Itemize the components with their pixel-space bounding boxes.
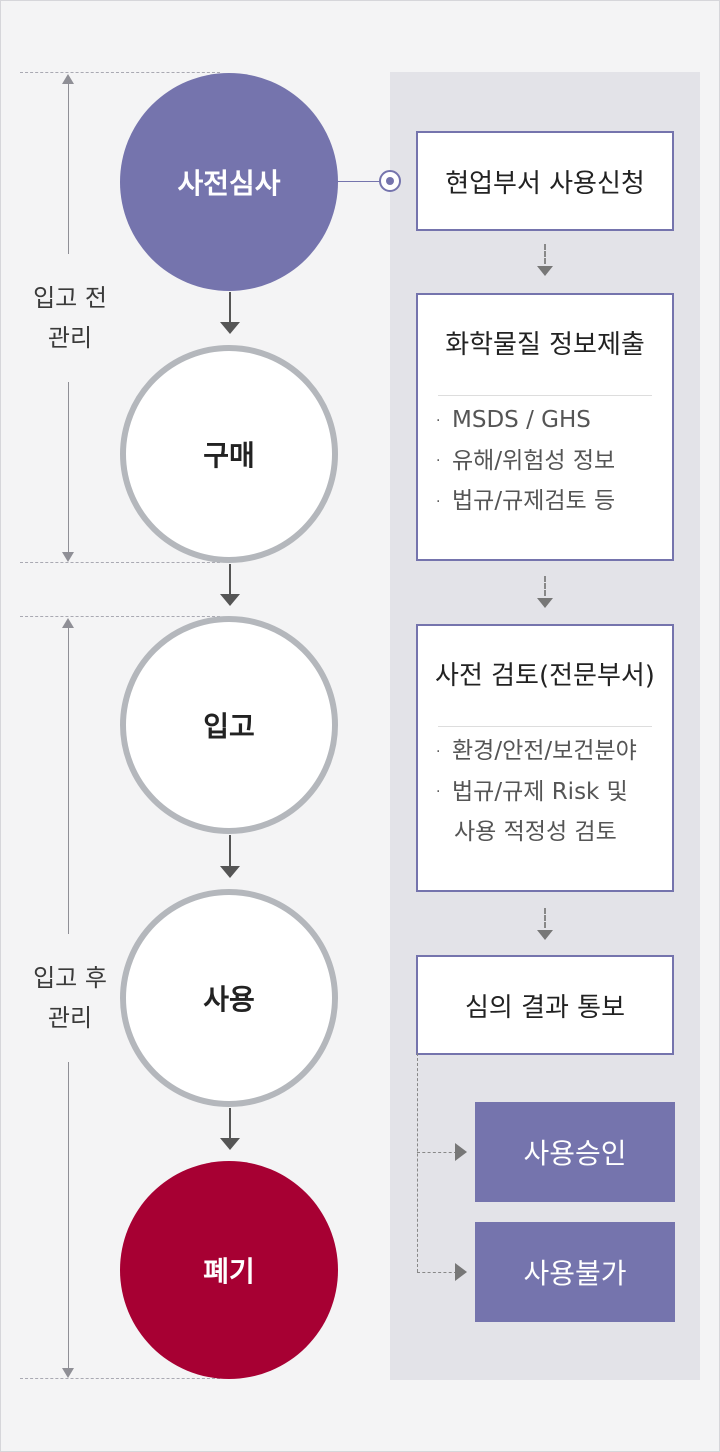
phase-divider-top <box>20 72 220 73</box>
info-submit-divider <box>438 395 652 396</box>
phase-divider-bottom <box>20 1378 220 1379</box>
phase1-bracket-top <box>68 82 69 254</box>
flow-dash-2 <box>544 576 546 596</box>
flow-arrow-3-icon <box>220 866 240 878</box>
reject-arrow-icon <box>455 1263 467 1281</box>
connector-target-icon <box>379 170 401 192</box>
phase-divider-mid-1 <box>20 562 220 563</box>
expert-review-item: ·환경/안전/보건분야 <box>436 738 637 764</box>
expert-review-title: 사전 검토(전문부서) <box>435 661 655 691</box>
stage-usage: 사용 <box>120 889 338 1107</box>
request-box: 현업부서 사용신청 <box>416 131 674 231</box>
result-notice-box: 심의 결과 통보 <box>416 955 674 1055</box>
branch-line <box>417 1053 418 1272</box>
phase1-down-arrow-icon <box>62 552 74 562</box>
info-submit-title: 화학물질 정보제출 <box>445 330 645 360</box>
expert-review-divider <box>438 726 652 727</box>
info-submit-item: ·법규/규제검토 등 <box>436 488 616 514</box>
phase2-label: 입고 후 관리 <box>33 964 107 1032</box>
flow-dash-arrow-3-icon <box>537 930 553 940</box>
flow-line-4 <box>229 1108 231 1138</box>
approve-arrow-icon <box>455 1143 467 1161</box>
flow-arrow-1-icon <box>220 322 240 334</box>
result-notice-text: 심의 결과 통보 <box>464 992 626 1023</box>
phase2-up-arrow-icon <box>62 618 74 628</box>
branch-to-reject <box>417 1272 457 1273</box>
expert-review-item-continued: 사용 적정성 검토 <box>454 819 617 845</box>
info-submit-item: ·유해/위험성 정보 <box>436 447 616 474</box>
expert-review-box: 사전 검토(전문부서) ·환경/안전/보건분야 ·법규/규제 Risk 및 사용… <box>416 624 674 892</box>
approve-box: 사용승인 <box>475 1102 675 1202</box>
phase2-bracket-bottom <box>68 1062 69 1368</box>
flow-line-1 <box>229 292 231 322</box>
expert-review-item: ·법규/규제 Risk 및 <box>436 778 628 805</box>
phase2-bracket-top <box>68 626 69 934</box>
stage-disposal: 폐기 <box>120 1161 338 1379</box>
request-text: 현업부서 사용신청 <box>445 168 645 199</box>
flow-dash-1 <box>544 244 546 264</box>
stage-receiving: 입고 <box>120 616 338 834</box>
stage-purchase: 구매 <box>120 345 338 563</box>
reject-box: 사용불가 <box>475 1222 675 1322</box>
phase-divider-mid-2 <box>20 616 220 617</box>
flow-line-2 <box>229 564 231 594</box>
flow-line-3 <box>229 835 231 866</box>
phase1-up-arrow-icon <box>62 74 74 84</box>
info-submit-item: ·MSDS / GHS <box>436 407 591 433</box>
stage-pre-review: 사전심사 <box>120 73 338 291</box>
phase2-down-arrow-icon <box>62 1368 74 1378</box>
info-submit-box: 화학물질 정보제출 ·MSDS / GHS ·유해/위험성 정보 ·법규/규제검… <box>416 293 674 561</box>
phase1-label: 입고 전 관리 <box>33 284 107 352</box>
flow-arrow-2-icon <box>220 594 240 606</box>
flow-arrow-4-icon <box>220 1138 240 1150</box>
flow-dash-3 <box>544 908 546 928</box>
pre-review-connector <box>320 181 382 182</box>
branch-to-approve <box>417 1152 457 1153</box>
phase1-bracket-bottom <box>68 382 69 554</box>
flow-dash-arrow-2-icon <box>537 598 553 608</box>
flow-dash-arrow-1-icon <box>537 266 553 276</box>
